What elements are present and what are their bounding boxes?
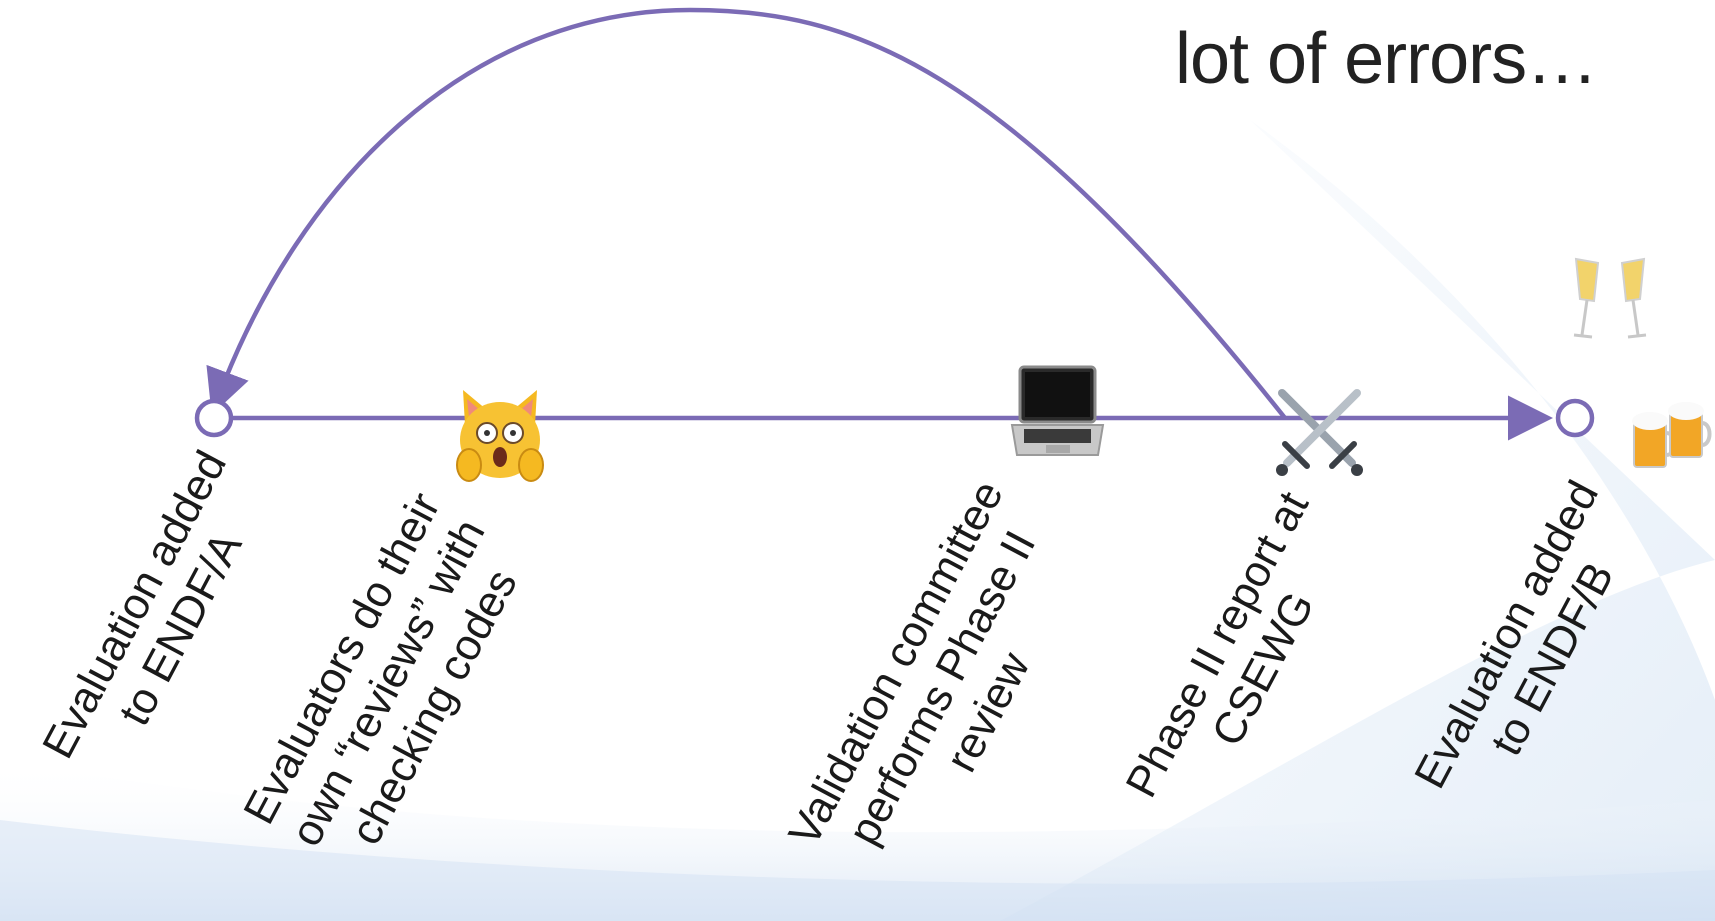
start-node [194,398,234,438]
crossed-swords-icon [1276,389,1363,476]
end-node [1555,398,1595,438]
clinking-glasses-icon [1573,257,1647,339]
feedback-arc [206,7,1287,420]
beer-mugs-icon [1632,402,1712,468]
screaming-cat-icon [456,390,544,482]
headline: lot of errors… [1175,19,1598,99]
laptop-icon [1010,365,1105,456]
